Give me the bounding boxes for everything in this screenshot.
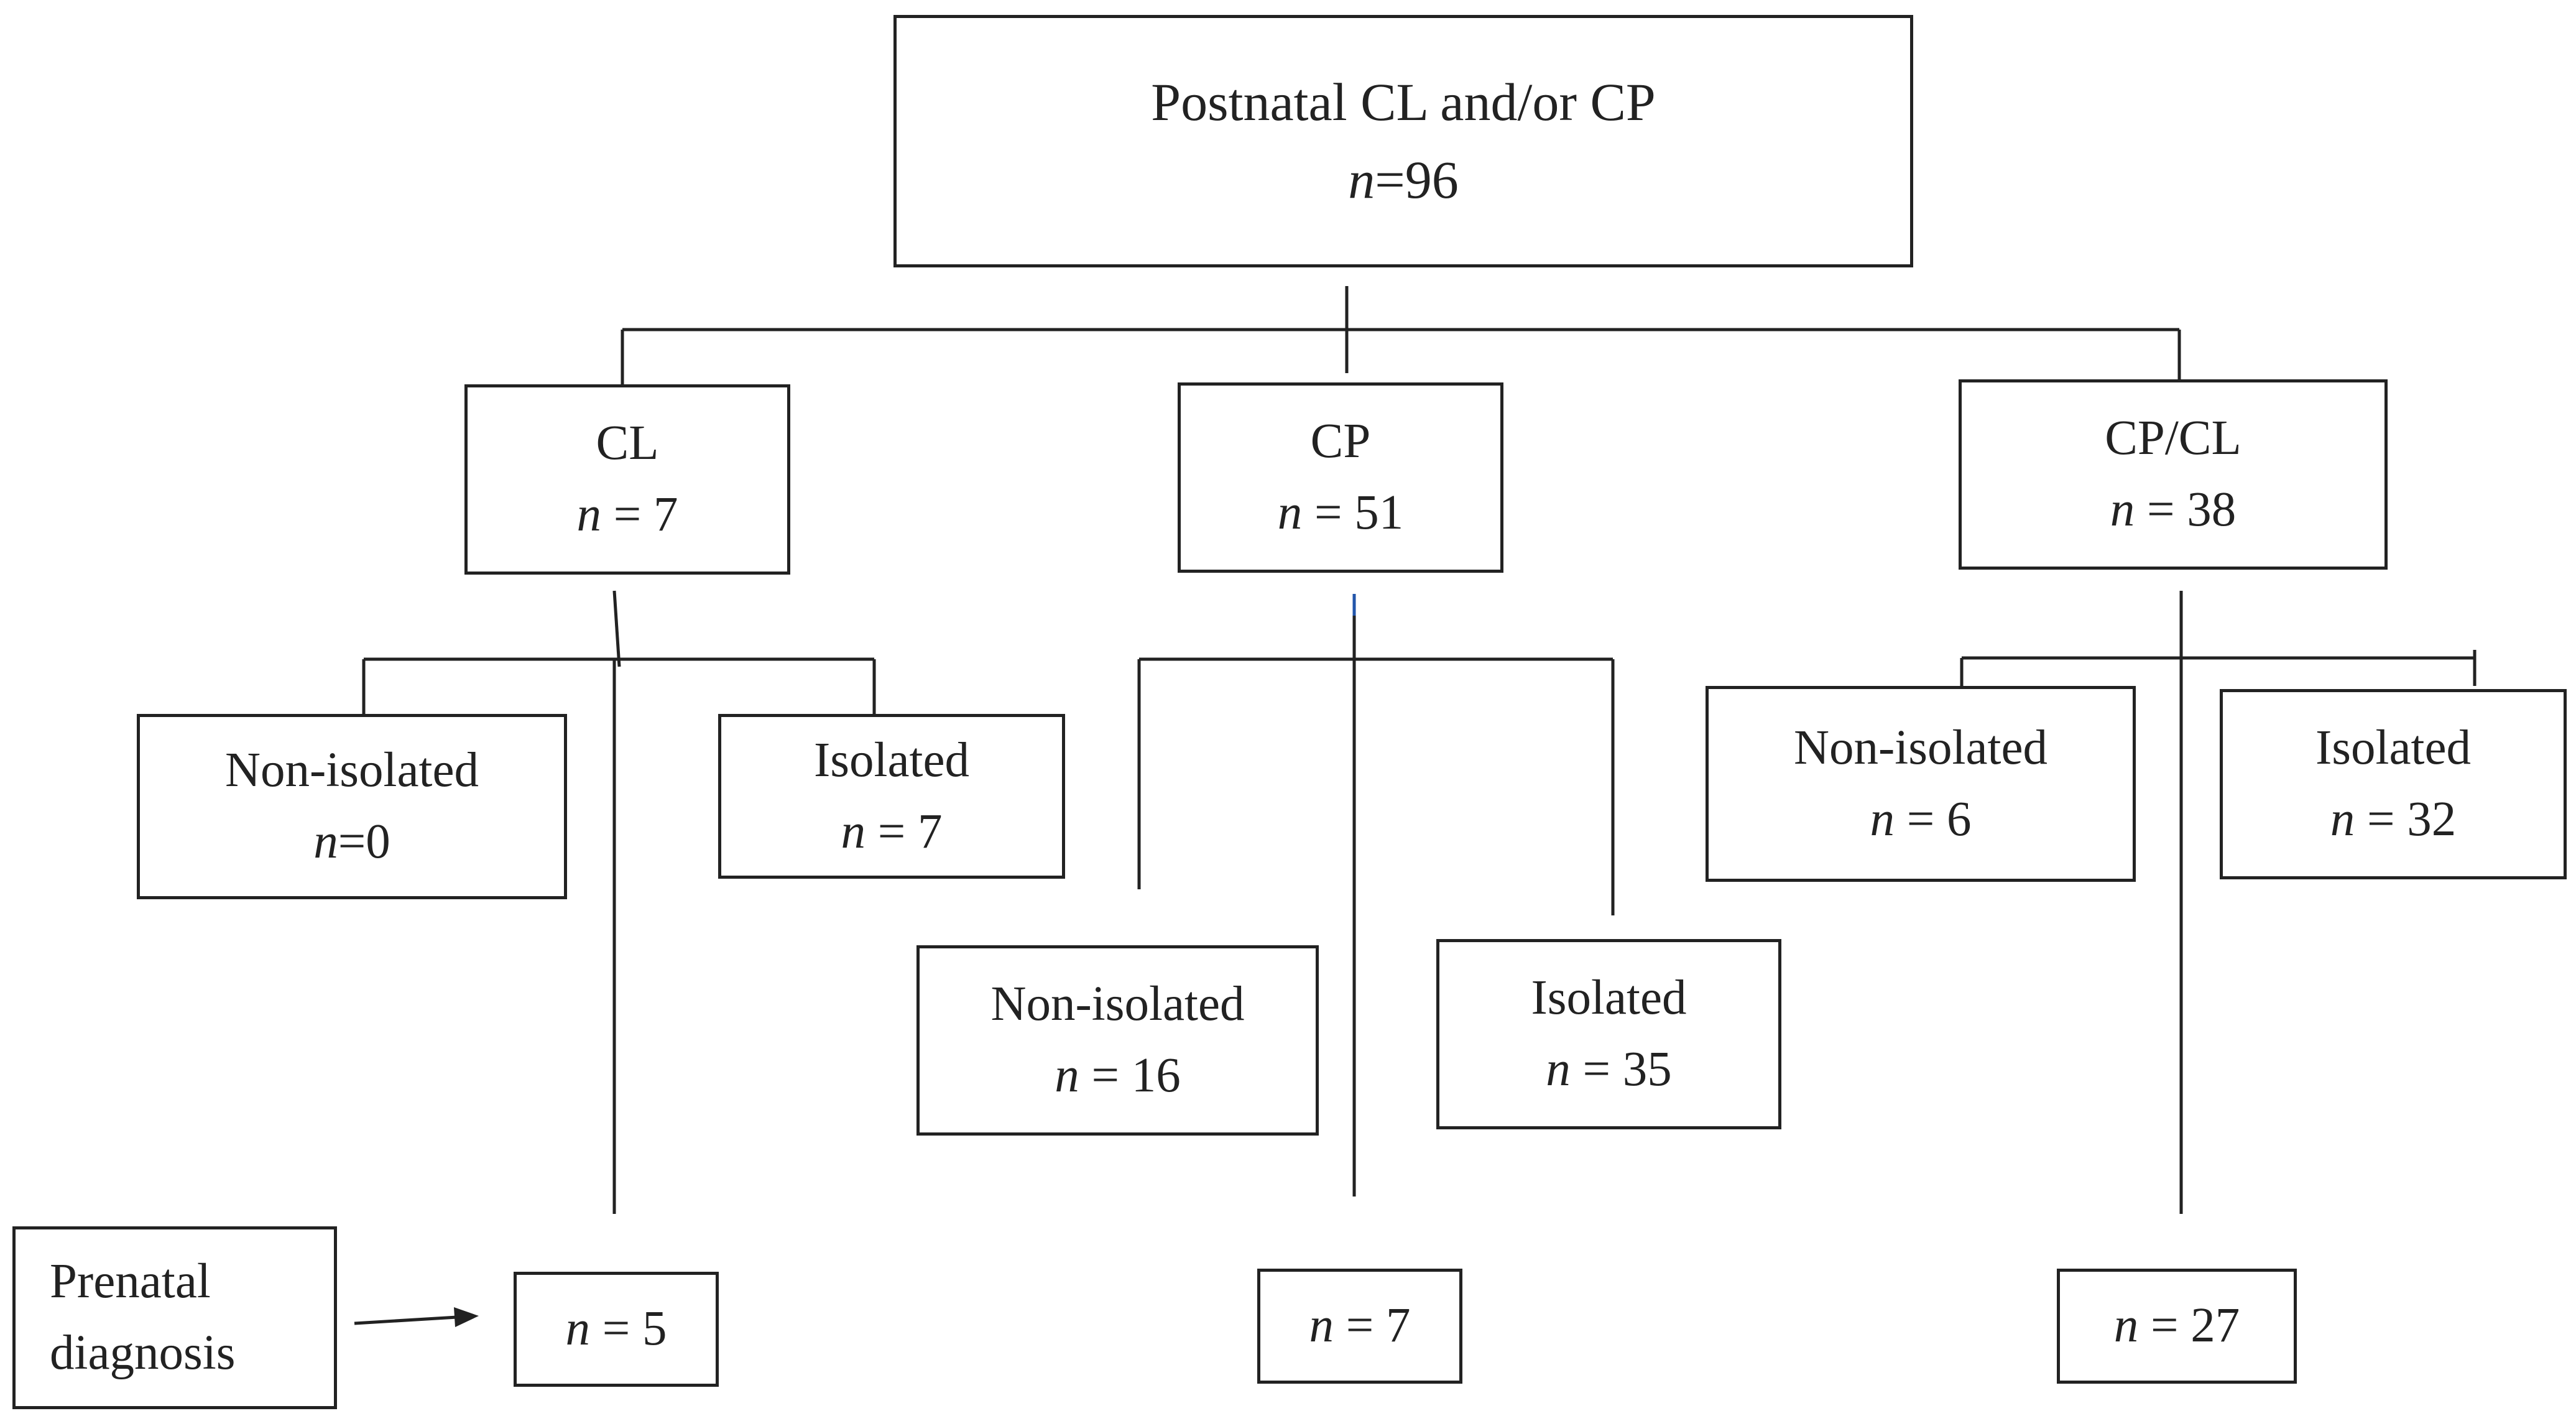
n-symbol: n xyxy=(1309,1298,1334,1353)
count-value: = 6 xyxy=(1894,792,1972,846)
cl-non-isolated-label: Non-isolated xyxy=(224,743,479,798)
root-box: Postnatal CL and/or CP n=96 xyxy=(893,15,1913,267)
cpcl-isolated-count: n = 32 xyxy=(2330,784,2457,856)
arrowhead-icon xyxy=(454,1307,479,1327)
cp-label: CP xyxy=(1310,414,1371,469)
cl-box: CL n = 7 xyxy=(464,384,790,575)
n-symbol: n xyxy=(1055,1048,1079,1103)
count-value: = 35 xyxy=(1570,1042,1672,1096)
cp-count: n = 51 xyxy=(1278,478,1404,549)
n-symbol: n xyxy=(2330,792,2355,846)
cpcl-label: CP/CL xyxy=(2105,411,2241,466)
prenatal-line1: Prenatal xyxy=(50,1254,211,1309)
cp-non-isolated-box: Non-isolated n = 16 xyxy=(916,945,1319,1136)
cl-prenatal-count: n = 5 xyxy=(565,1294,667,1365)
cp-prenatal-count: n = 7 xyxy=(1309,1290,1410,1362)
cpcl-non-isolated-count: n = 6 xyxy=(1870,784,1971,856)
count-value: = 16 xyxy=(1079,1048,1181,1103)
cl-count: n = 7 xyxy=(576,479,678,551)
prenatal-line2: diagnosis xyxy=(50,1326,236,1380)
cp-isolated-count: n = 35 xyxy=(1546,1034,1672,1106)
cpcl-non-isolated-label: Non-isolated xyxy=(1793,720,2048,775)
cpcl-prenatal-count: n = 27 xyxy=(2114,1290,2240,1362)
root-count: n=96 xyxy=(1348,141,1459,219)
cl-prenatal-box: n = 5 xyxy=(514,1272,719,1387)
cp-prenatal-box: n = 7 xyxy=(1257,1269,1462,1384)
cl-non-isolated-box: Non-isolated n=0 xyxy=(137,714,567,899)
root-label: Postnatal CL and/or CP xyxy=(1151,72,1656,132)
cp-non-isolated-count: n = 16 xyxy=(1055,1040,1181,1112)
count-value: = 32 xyxy=(2355,792,2457,846)
count-value: = 27 xyxy=(2138,1298,2240,1353)
count-value: = 51 xyxy=(1302,486,1404,540)
prenatal-diagnosis-box: Prenatal diagnosis xyxy=(12,1226,337,1409)
count-value: =96 xyxy=(1375,150,1459,210)
count-value: = 5 xyxy=(589,1302,667,1356)
cpcl-count: n = 38 xyxy=(2110,474,2237,546)
count-value: = 7 xyxy=(865,804,943,859)
n-symbol: n xyxy=(2113,1298,2139,1353)
count-value: = 38 xyxy=(2135,483,2237,537)
cl-non-isolated-count: n=0 xyxy=(313,807,390,878)
count-value: = 7 xyxy=(1333,1298,1411,1353)
n-symbol: n xyxy=(841,804,866,859)
cl-isolated-box: Isolated n = 7 xyxy=(718,714,1065,879)
n-symbol: n xyxy=(565,1302,590,1356)
cp-non-isolated-label: Non-isolated xyxy=(990,977,1245,1032)
cpcl-box: CP/CL n = 38 xyxy=(1959,379,2388,570)
cpcl-isolated-label: Isolated xyxy=(2315,721,2472,775)
cl-isolated-count: n = 7 xyxy=(841,797,942,868)
cpcl-prenatal-box: n = 27 xyxy=(2057,1269,2297,1384)
prenatal-arrow-shaft xyxy=(354,1315,458,1325)
cpcl-non-isolated-box: Non-isolated n = 6 xyxy=(1706,686,2136,882)
cp-isolated-label: Isolated xyxy=(1531,971,1687,1025)
n-symbol: n xyxy=(1546,1042,1571,1096)
n-symbol: n xyxy=(576,488,601,542)
cpcl-isolated-box: Isolated n = 32 xyxy=(2220,689,2567,879)
cl-isolated-label: Isolated xyxy=(813,733,970,787)
cp-box: CP n = 51 xyxy=(1178,382,1503,573)
n-symbol: n xyxy=(1870,792,1895,846)
n-symbol: n xyxy=(1277,486,1303,540)
cl-stem xyxy=(612,590,621,667)
cl-label: CL xyxy=(596,416,659,471)
cp-isolated-box: Isolated n = 35 xyxy=(1436,939,1781,1129)
n-symbol: n xyxy=(2110,483,2135,537)
n-symbol: n xyxy=(313,815,338,869)
count-value: =0 xyxy=(338,815,390,869)
n-symbol: n xyxy=(1348,150,1375,210)
count-value: = 7 xyxy=(601,488,678,542)
